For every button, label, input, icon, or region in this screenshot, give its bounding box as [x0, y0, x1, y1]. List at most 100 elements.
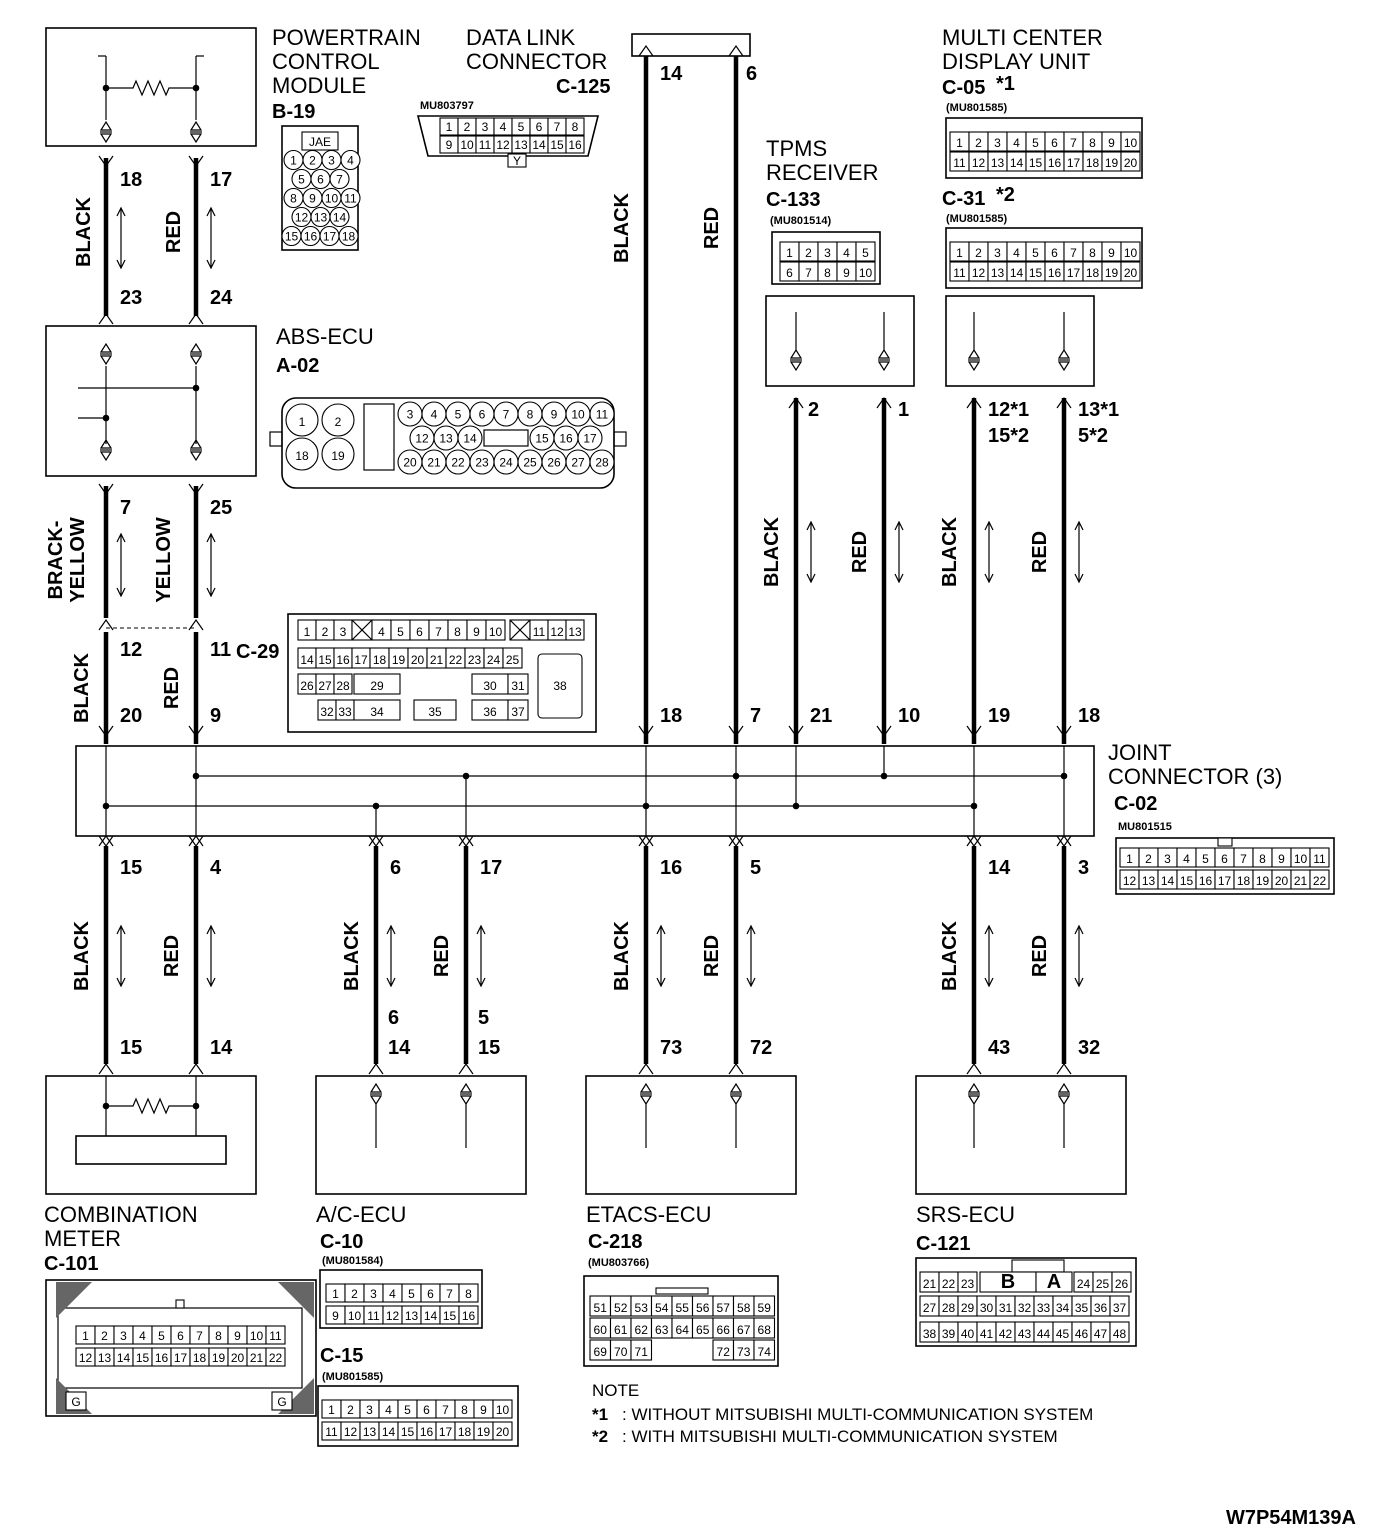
- pin-number: 4: [139, 1329, 146, 1343]
- terminal-mark: [967, 348, 981, 359]
- pin-number: 1: [328, 1403, 335, 1417]
- note-title: NOTE: [592, 1381, 639, 1400]
- connector-fork: [368, 834, 384, 847]
- pin-cell: [1035, 1271, 1073, 1293]
- pin-cell: [630, 1339, 653, 1361]
- pin-number: 47: [1094, 1327, 1108, 1341]
- terminal-mark: [877, 361, 891, 372]
- pin-number: 1: [290, 154, 297, 168]
- component-name: CONNECTOR: [466, 49, 607, 74]
- pin-number: 7: [1070, 136, 1077, 150]
- pin-number: 1: [299, 415, 306, 429]
- part-number: (MU801514): [770, 215, 831, 227]
- splice-dot: [792, 802, 800, 810]
- pin-number: 7: [503, 408, 510, 422]
- connector-fork: [98, 618, 114, 631]
- terminal-mark: [189, 355, 203, 366]
- signal-arrow: [206, 532, 216, 543]
- pin-number: 10: [489, 625, 503, 639]
- pin-number: 1: [446, 120, 453, 134]
- connector-fork: [188, 483, 204, 496]
- pin-number: 5: [1202, 852, 1209, 866]
- terminal-number: 20: [120, 705, 142, 727]
- connector-face: [416, 115, 600, 157]
- splice-dot: [462, 772, 470, 780]
- hatched-corner: [278, 1282, 314, 1318]
- pin-number: 7: [805, 266, 812, 280]
- splice-dot: [192, 1102, 200, 1110]
- pin-number: 5: [404, 1403, 411, 1417]
- pin-number: 8: [454, 625, 461, 639]
- signal-arrow: [116, 206, 126, 217]
- connector-fork: [638, 834, 654, 847]
- connector-fork: [188, 834, 204, 847]
- pin-number: 33: [1037, 1301, 1051, 1315]
- wire-color-label: BLACK: [761, 516, 783, 587]
- pin-number: 3: [482, 120, 489, 134]
- terminal-number: 14: [210, 1037, 233, 1059]
- pin-number: 1: [1126, 852, 1133, 866]
- pin-number: 38: [923, 1327, 937, 1341]
- pin-number: 13: [991, 266, 1005, 280]
- pin-cell: [577, 425, 603, 451]
- splice-dot: [642, 802, 650, 810]
- pin-number: 5: [408, 1287, 415, 1301]
- wire-color-label: RED: [1029, 531, 1051, 573]
- pin-number: 16: [462, 1309, 476, 1323]
- pin-number: 12: [344, 1425, 358, 1439]
- pin-number: 18: [458, 1425, 472, 1439]
- pin-number: 16: [568, 138, 582, 152]
- pin-cell: [1309, 847, 1330, 868]
- pin-number: 8: [572, 120, 579, 134]
- wire-color-label: BLACK: [611, 192, 633, 263]
- pin-number: 7: [435, 625, 442, 639]
- terminal-number: 18: [1078, 705, 1100, 727]
- pin-number: 56: [696, 1301, 710, 1315]
- wire-color-label: BLACK: [71, 652, 93, 723]
- terminal-number: 14: [988, 857, 1011, 879]
- pin-number: 73: [737, 1345, 751, 1359]
- pin-number: 15: [443, 1309, 457, 1323]
- wire-color-label: RED: [701, 935, 723, 977]
- terminal-number: 18: [660, 705, 682, 727]
- component-name: SRS-ECU: [916, 1202, 1015, 1227]
- pin-number: 11: [1313, 852, 1326, 866]
- pin-number: 39: [942, 1327, 956, 1341]
- pin-number: 12: [496, 138, 510, 152]
- component-name: CONTROL: [272, 49, 380, 74]
- pin-number: 28: [336, 679, 350, 693]
- pin-cell: [329, 168, 350, 190]
- connector-fork: [966, 834, 982, 847]
- pin-number: 70: [614, 1345, 628, 1359]
- part-number: MU801515: [1118, 821, 1172, 833]
- terminal-number: 14: [660, 63, 683, 85]
- pin-number: 34: [370, 705, 384, 719]
- pin-number: 18: [1237, 874, 1251, 888]
- pin-number: 6: [416, 625, 423, 639]
- terminal-number: 1: [898, 399, 909, 421]
- signal-arrow: [1074, 924, 1084, 935]
- terminal-mark: [99, 451, 113, 462]
- pin-number: 15: [401, 1425, 415, 1439]
- connector-fork: [368, 1062, 384, 1075]
- terminal-number: 9: [210, 705, 221, 727]
- connector-code: C-05: [942, 77, 985, 99]
- pin-number: 17: [1218, 874, 1232, 888]
- terminal-mark: [189, 120, 203, 131]
- connector-fork: [98, 312, 114, 325]
- pin-cell: [1111, 1271, 1132, 1293]
- pin-number: 7: [1240, 852, 1247, 866]
- pin-number: 18: [373, 653, 387, 667]
- splice-dot: [192, 772, 200, 780]
- pin-number: 17: [1067, 156, 1081, 170]
- terminal-number: 15*2: [988, 425, 1029, 447]
- pin-number: 21: [1294, 874, 1308, 888]
- pin-number: 4: [385, 1403, 392, 1417]
- pin-cell: [338, 225, 359, 247]
- pin-number: 3: [824, 246, 831, 260]
- pin-number: 8: [215, 1329, 222, 1343]
- pin-cell: [353, 699, 401, 721]
